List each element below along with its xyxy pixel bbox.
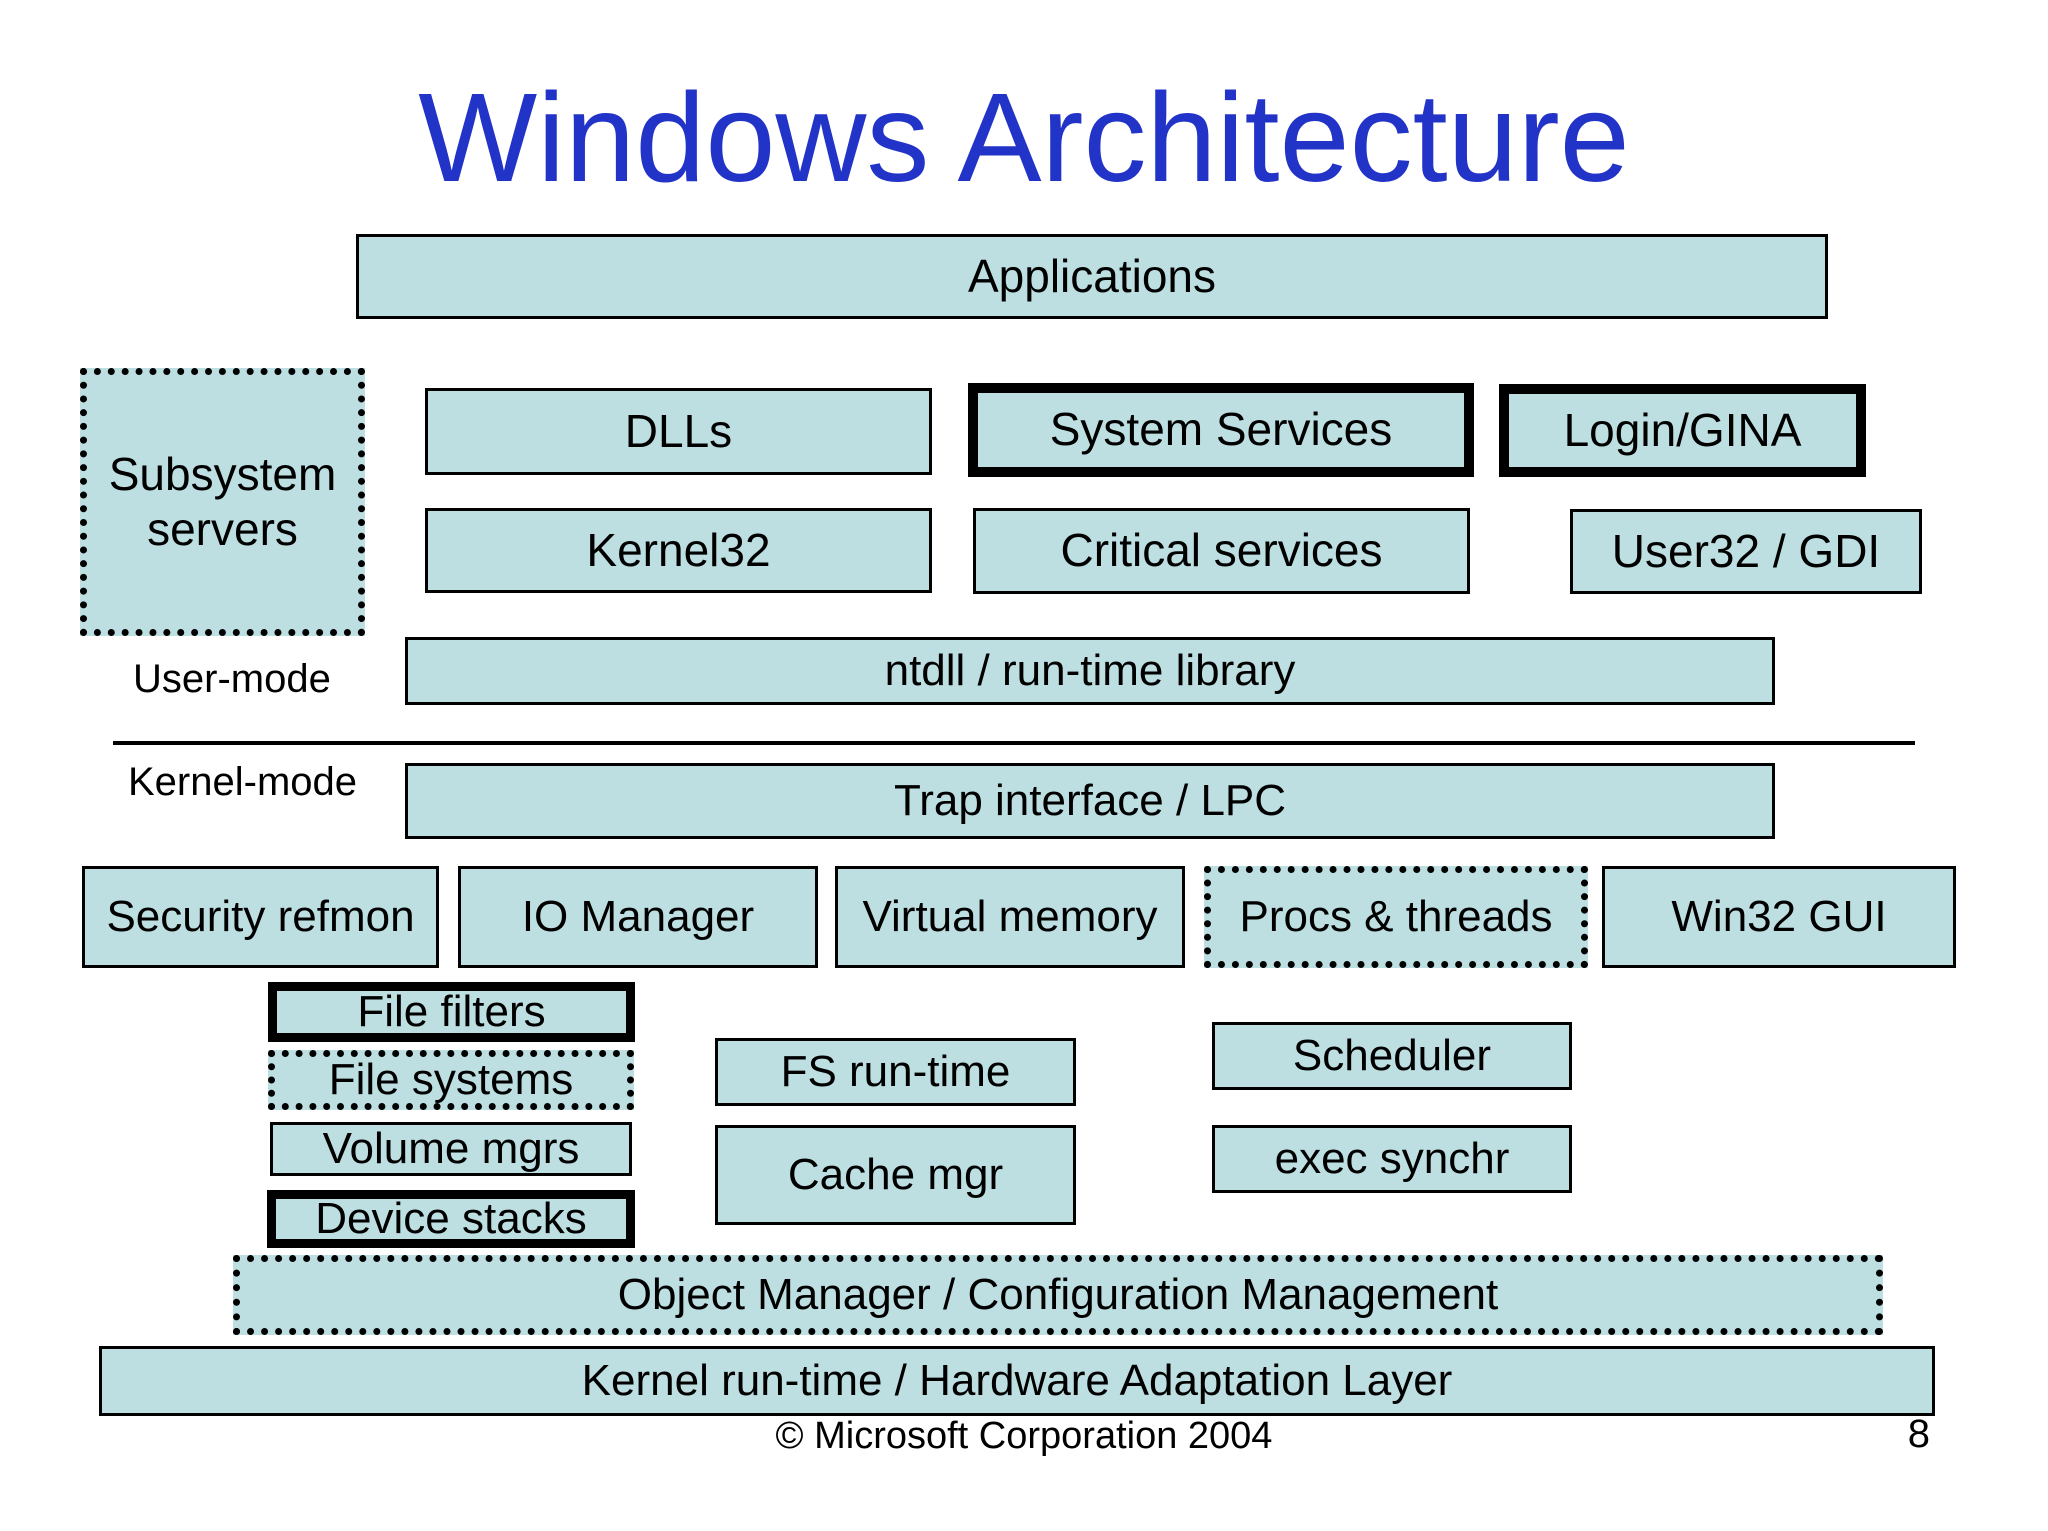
box-user32-gdi: User32 / GDI [1570, 509, 1922, 594]
copyright-text: © Microsoft Corporation 2004 [775, 1415, 1273, 1457]
page-number: 8 [1907, 1412, 1930, 1456]
box-procs-threads: Procs & threads [1204, 866, 1588, 968]
box-applications: Applications [356, 234, 1828, 319]
box-login-gina: Login/GINA [1499, 384, 1866, 477]
slide-title: Windows Architecture [418, 67, 1630, 208]
user-mode-label: User-mode [133, 657, 331, 701]
box-device-stacks: Device stacks [267, 1190, 635, 1248]
box-security-refmon: Security refmon [82, 866, 439, 968]
box-dlls: DLLs [425, 388, 932, 475]
box-exec-synchr: exec synchr [1212, 1125, 1572, 1193]
box-kernel32: Kernel32 [425, 508, 932, 593]
box-file-filters: File filters [268, 982, 635, 1042]
box-fs-run-time: FS run-time [715, 1038, 1076, 1106]
box-trap-interface-lpc: Trap interface / LPC [405, 763, 1775, 839]
box-win32-gui: Win32 GUI [1602, 866, 1956, 968]
box-object-manager-config-mgmt: Object Manager / Configuration Managemen… [233, 1255, 1883, 1335]
box-subsystem-servers: Subsystem servers [80, 368, 365, 636]
box-volume-mgrs: Volume mgrs [270, 1122, 632, 1176]
box-file-systems: File systems [268, 1050, 634, 1110]
box-system-services: System Services [968, 383, 1474, 477]
box-critical-services: Critical services [973, 508, 1470, 594]
box-ntdll-runtime-library: ntdll / run-time library [405, 637, 1775, 705]
box-virtual-memory: Virtual memory [835, 866, 1185, 968]
box-kernel-runtime-hal: Kernel run-time / Hardware Adaptation La… [99, 1346, 1935, 1416]
mode-divider-line [113, 741, 1915, 745]
kernel-mode-label: Kernel-mode [128, 760, 358, 804]
box-io-manager: IO Manager [458, 866, 818, 968]
box-scheduler: Scheduler [1212, 1022, 1572, 1090]
box-cache-mgr: Cache mgr [715, 1125, 1076, 1225]
